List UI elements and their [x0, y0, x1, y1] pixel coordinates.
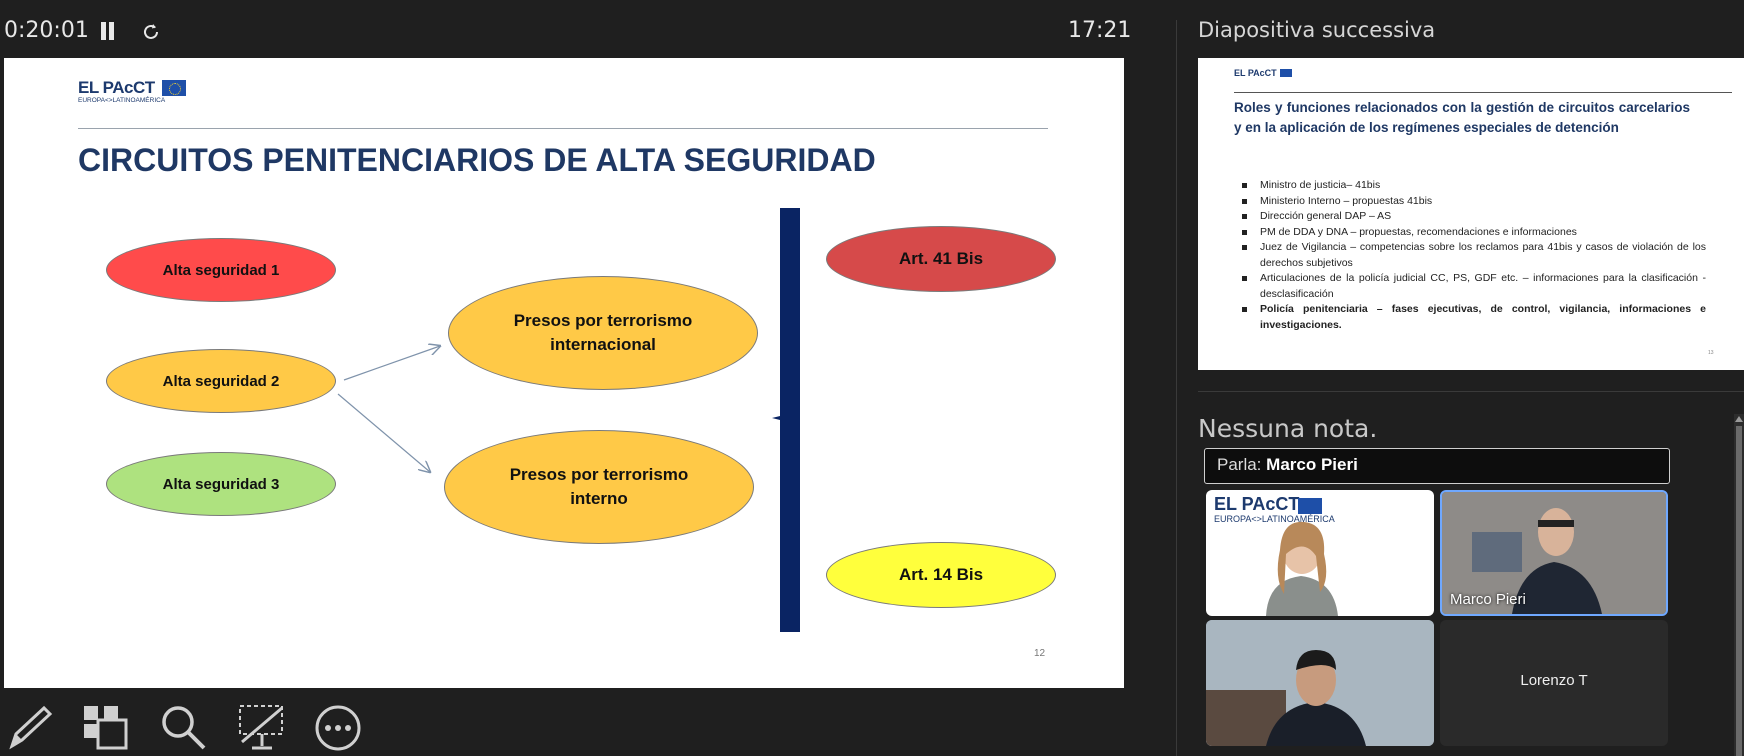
participant-video [1442, 492, 1666, 614]
speaking-name: Marco Pieri [1266, 455, 1358, 474]
next-slide-bullets: Ministro de justicia– 41bis Ministerio I… [1240, 178, 1706, 333]
next-slide-label: Diapositiva successiva [1198, 18, 1436, 42]
zoom-icon[interactable] [158, 702, 210, 752]
presenter-top-bar: 0:20:01 17:21 [0, 0, 1131, 58]
shared-logo-subtitle: EUROPA<>LATINOAMÉRICA [1214, 514, 1335, 524]
next-slide-number: 13 [1708, 350, 1714, 356]
scrollbar-thumb[interactable] [1736, 426, 1742, 756]
current-slide[interactable]: EL PAcCT EUROPA<>LATINOAMÉRICA CIRCUITOS… [4, 58, 1124, 688]
list-item: Dirección general DAP – AS [1240, 209, 1706, 225]
article-41-bis: Art. 41 Bis [826, 226, 1056, 292]
more-options-icon[interactable] [312, 702, 364, 752]
notes-scrollbar[interactable] [1734, 414, 1744, 756]
list-item: Policía penitenciaria – fases ejecutivas… [1240, 302, 1706, 333]
list-item: PM de DDA y DNA – propuestas, recomendac… [1240, 225, 1706, 241]
slide-title: CIRCUITOS PENITENCIARIOS DE ALTA SEGURID… [78, 142, 876, 178]
eu-flag-icon [162, 80, 186, 96]
level-as1: Alta seguridad 1 [106, 238, 336, 302]
active-speaker-bar: Parla: Marco Pieri [1204, 448, 1670, 484]
eu-flag-icon [1280, 69, 1292, 77]
black-screen-icon[interactable] [236, 702, 288, 752]
next-slide-logo-text: EL PAcCT [1234, 68, 1277, 78]
eu-flag-icon [1298, 498, 1322, 514]
slide-header-rule [78, 128, 1048, 129]
presenter-toolbar [0, 696, 1124, 756]
participant-tile[interactable] [1206, 620, 1434, 746]
article-14-bis: Art. 14 Bis [826, 542, 1056, 608]
group-international-terrorism: Presos por terrorismo internacional [448, 276, 758, 390]
level-as2: Alta seguridad 2 [106, 349, 336, 413]
notes-divider[interactable] [1198, 391, 1744, 392]
list-item: Ministerio Interno – propuestas 41bis [1240, 194, 1706, 210]
logo-subtitle: EUROPA<>LATINOAMÉRICA [78, 97, 166, 104]
meeting-panel: Parla: Marco Pieri EL PAcCT EUROPA<>LATI… [1204, 446, 1672, 752]
elpaccto-logo: EL PAcCT EUROPA<>LATINOAMÉRICA [78, 78, 188, 108]
participant-name: Marco Pieri [1450, 591, 1526, 608]
arrow-to-international [343, 346, 440, 381]
panel-divider[interactable] [1176, 20, 1177, 756]
list-item: Articulaciones de la policía judicial CC… [1240, 271, 1706, 302]
speaking-label: Parla: [1217, 455, 1262, 474]
group-domestic-terrorism: Presos por terrorismo interno [444, 430, 754, 544]
next-slide-logo: EL PAcCT [1234, 68, 1294, 86]
curly-brace [772, 208, 800, 632]
pen-icon[interactable] [4, 702, 56, 752]
participant-tile-speaker[interactable]: Marco Pieri [1440, 490, 1668, 616]
speaker-notes: Nessuna nota. [1198, 414, 1378, 443]
participant-name: Lorenzo T [1520, 672, 1588, 689]
list-item: Ministro de justicia– 41bis [1240, 178, 1706, 194]
next-slide-title: Roles y funciones relacionados con la ge… [1234, 100, 1690, 135]
pause-icon[interactable] [100, 22, 116, 42]
elapsed-timer: 0:20:01 [4, 18, 89, 43]
level-as3: Alta seguridad 3 [106, 452, 336, 516]
participant-tile[interactable]: Lorenzo T [1440, 620, 1668, 746]
reset-timer-icon[interactable] [140, 21, 162, 43]
shared-logo-text: EL PAcCT [1214, 494, 1300, 514]
current-time: 17:21 [1068, 18, 1132, 43]
next-slide-preview[interactable]: EL PAcCT Roles y funciones relacionados … [1198, 58, 1744, 370]
participant-tile-shared[interactable]: EL PAcCT EUROPA<>LATINOAMÉRICA [1206, 490, 1434, 616]
next-slide-rule [1234, 92, 1732, 93]
logo-text: EL PAcCT [78, 78, 155, 97]
list-item: Juez de Vigilancia – competencias sobre … [1240, 240, 1706, 271]
participant-video [1206, 620, 1434, 746]
slides-grid-icon[interactable] [80, 702, 132, 752]
participant-video [1266, 521, 1338, 616]
slide-number: 12 [1034, 648, 1046, 659]
arrow-to-domestic [337, 393, 430, 472]
